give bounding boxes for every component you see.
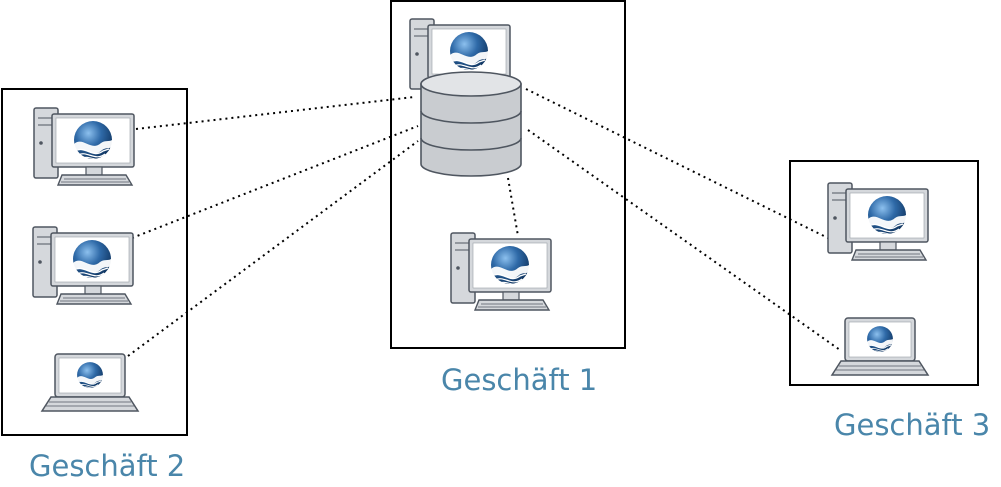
connection-line <box>127 140 419 357</box>
store-3-label: Geschäft 3 <box>834 408 990 442</box>
store-1-label: Geschäft 1 <box>441 363 597 397</box>
connection-line <box>131 125 419 239</box>
store-2-frame <box>1 88 188 436</box>
store-1-workstation-icon <box>451 233 551 310</box>
store-2-workstation-1-icon <box>34 108 134 185</box>
store-2-laptop-icon <box>42 354 138 411</box>
store-3-workstation-icon <box>828 183 928 260</box>
store-3-laptop-icon <box>832 318 928 375</box>
store-2-workstation-2-icon <box>33 227 133 304</box>
connection-line <box>525 88 829 239</box>
connection-lines <box>127 88 841 357</box>
store-1-frame <box>390 0 626 349</box>
connection-line <box>135 96 415 130</box>
database-server-icon <box>420 71 522 177</box>
store-3-frame <box>789 160 979 386</box>
store-2-label: Geschäft 2 <box>29 449 185 483</box>
connection-line <box>527 129 841 351</box>
connection-line <box>507 177 519 237</box>
